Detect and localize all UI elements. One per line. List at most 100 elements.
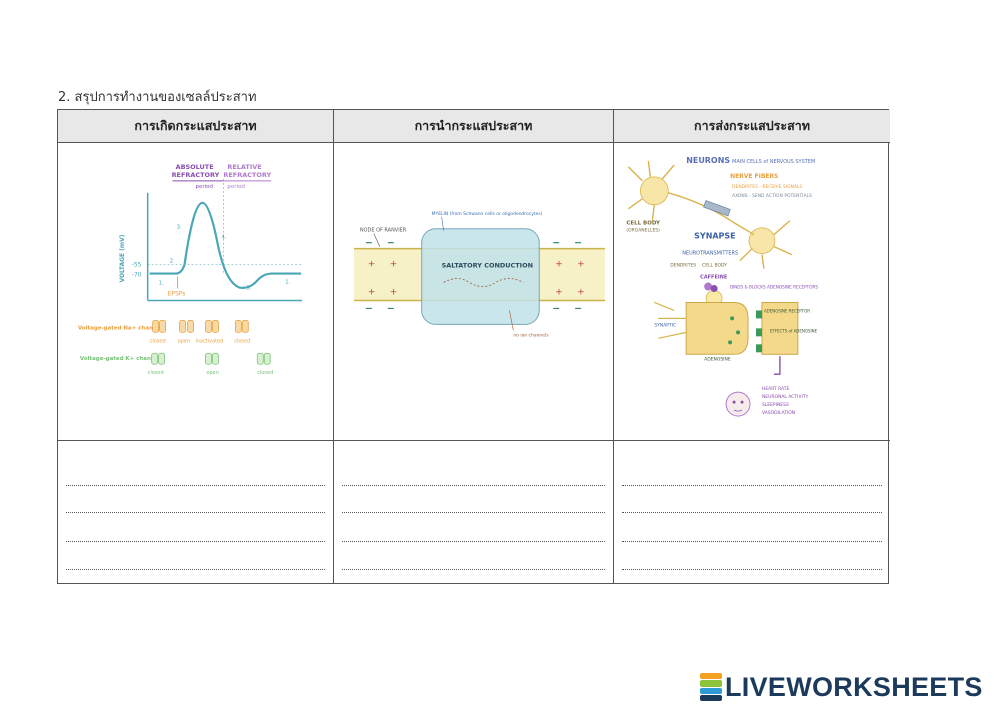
plus-sign: + (555, 260, 563, 270)
myelin-pointer (441, 216, 444, 231)
receptor (755, 328, 762, 337)
answer-line[interactable] (622, 541, 882, 542)
plus-sign: + (368, 287, 376, 297)
channels-pointer (509, 310, 514, 331)
plus-sign: + (368, 260, 376, 270)
receptor (755, 310, 762, 319)
section-heading: 2. สรุปการทำงานของเซลล์ประสาท (58, 90, 257, 105)
answer-line[interactable] (622, 512, 882, 513)
answer-line[interactable] (342, 541, 605, 542)
synapse-figure: NEURONS MAIN CELLS of NERVOUS SYSTEM NER… (614, 143, 890, 441)
answer-line[interactable] (66, 512, 325, 513)
answer-line[interactable] (66, 541, 325, 542)
absolute-line-2: REFRACTORY (172, 171, 220, 179)
effect-4: VASODILATION (762, 410, 795, 416)
answer-line[interactable] (622, 569, 882, 570)
saltatory-diagram: NODE OF RANVIER MYELIN (from Schwann cel… (353, 211, 606, 338)
myelin-sheath (421, 228, 540, 325)
k-state-1: closed (148, 370, 164, 376)
column-header-conduction: การนำกระแสประสาท (334, 110, 613, 143)
adenosine-label: ADENOSINE (704, 356, 731, 362)
caffeine-molecule-2 (710, 285, 718, 292)
k-channel-2 (205, 352, 212, 365)
na-state-2: open (178, 338, 190, 344)
summary-table: การเกิดกระแสประสาท ABSOLUTE REFRACTORY R… (57, 109, 890, 584)
postsynaptic-terminal (761, 301, 799, 355)
answer-line[interactable] (342, 569, 605, 570)
axons-desc: AXONS - SEND ACTION POTENTIALS (732, 193, 812, 199)
k-channel-3b (263, 352, 271, 365)
column-header-transmission: การส่งกระแสประสาท (614, 110, 890, 143)
liveworksheets-logo: LIVEWORKSHEETS (700, 670, 983, 704)
k-channel-icons (151, 352, 271, 365)
synaptic-branches (654, 301, 687, 339)
y-axis-label: VOLTAGE (mV) (119, 234, 126, 282)
na-channel-3 (205, 319, 212, 333)
relative-line-1: RELATIVE (227, 163, 261, 171)
logo-blocks-icon (700, 673, 722, 701)
answer-line[interactable] (342, 512, 605, 513)
answer-line[interactable] (342, 485, 605, 486)
k-state-3: closed (257, 370, 273, 376)
column-generation: การเกิดกระแสประสาท ABSOLUTE REFRACTORY R… (58, 110, 334, 583)
na-channel-2 (179, 319, 186, 333)
caffeine-label: CAFFEINE (700, 275, 728, 281)
answer-line[interactable] (66, 485, 325, 486)
cell-body-1 (639, 176, 669, 206)
na-channel-icons (152, 319, 249, 333)
effect-1: HEART RATE (762, 386, 790, 392)
plus-sign: + (555, 287, 563, 297)
stage-4: 4. (221, 235, 226, 241)
absolute-refractory-label: ABSOLUTE REFRACTORY (172, 163, 220, 179)
stage-6: 1. (285, 280, 290, 286)
relative-line-2: REFRACTORY (223, 171, 271, 179)
answer-line[interactable] (622, 485, 882, 486)
absolute-period: period (196, 184, 213, 190)
vesicle (730, 316, 735, 321)
k-channel-3 (256, 352, 264, 365)
k-channel-label: Voltage-gated K+ channels (80, 356, 164, 362)
person-eye (740, 400, 744, 404)
na-channel-4b (241, 319, 249, 333)
binds-label: BINDS & BLOCKS ADENOSINE RECEPTORS (730, 285, 818, 290)
vesicle (736, 330, 741, 335)
na-channel-1 (152, 319, 160, 333)
action-potential-curve (149, 201, 302, 289)
answer-area-conduction (334, 441, 613, 584)
na-channel-4 (234, 319, 242, 333)
answer-area-transmission (614, 441, 890, 584)
stage-5: 5. (246, 286, 251, 292)
neurons-desc: MAIN CELLS of NERVOUS SYSTEM (732, 159, 815, 165)
answer-area-generation (58, 441, 333, 584)
stage-2: 2. (170, 259, 175, 265)
axon-1 (668, 192, 755, 236)
cell-body2-label: CELL BODY (702, 263, 727, 269)
na-channel-1b (159, 319, 167, 333)
na-channel-3b (212, 319, 219, 333)
brand-text: LIVEWORKSHEETS (725, 671, 983, 702)
cell-body-sub: (ORGANELLES) (626, 228, 660, 234)
synapse-title: SYNAPSE (694, 232, 735, 241)
effect-2: NEURONAL ACTIVITY (762, 394, 809, 400)
receptor-label: ADENOSINE RECEPTOR (764, 308, 810, 313)
effects-label: EFFECTS of ADENOSINE (770, 328, 818, 333)
synapse-diagram: NEURONS MAIN CELLS of NERVOUS SYSTEM NER… (626, 156, 818, 417)
effect-arrow (773, 356, 781, 375)
saltatory-title: SALTATORY CONDUCTION (442, 262, 533, 270)
k-channel-1b (158, 352, 166, 365)
absolute-line-1: ABSOLUTE (176, 163, 214, 171)
neurons-title: NEURONS (686, 156, 730, 165)
dendrites2-label: DENDRITES (670, 263, 696, 269)
neurotransmitters-label: NEUROTRANSMITTERS (682, 251, 738, 257)
effect-3: SLEEPINESS (762, 402, 789, 408)
na-state-4: closed (234, 338, 250, 344)
column-header-generation: การเกิดกระแสประสาท (58, 110, 333, 143)
caffeine-molecule (704, 282, 713, 291)
answer-line[interactable] (66, 569, 325, 570)
person-face (725, 391, 751, 417)
charge-signs: + + + + + + + + (368, 260, 585, 298)
minus-signs (365, 242, 582, 310)
plus-sign: + (577, 260, 585, 270)
action-potential-diagram: ABSOLUTE REFRACTORY RELATIVE REFRACTORY … (78, 163, 303, 376)
epsps-label: EPSPs (168, 290, 186, 297)
